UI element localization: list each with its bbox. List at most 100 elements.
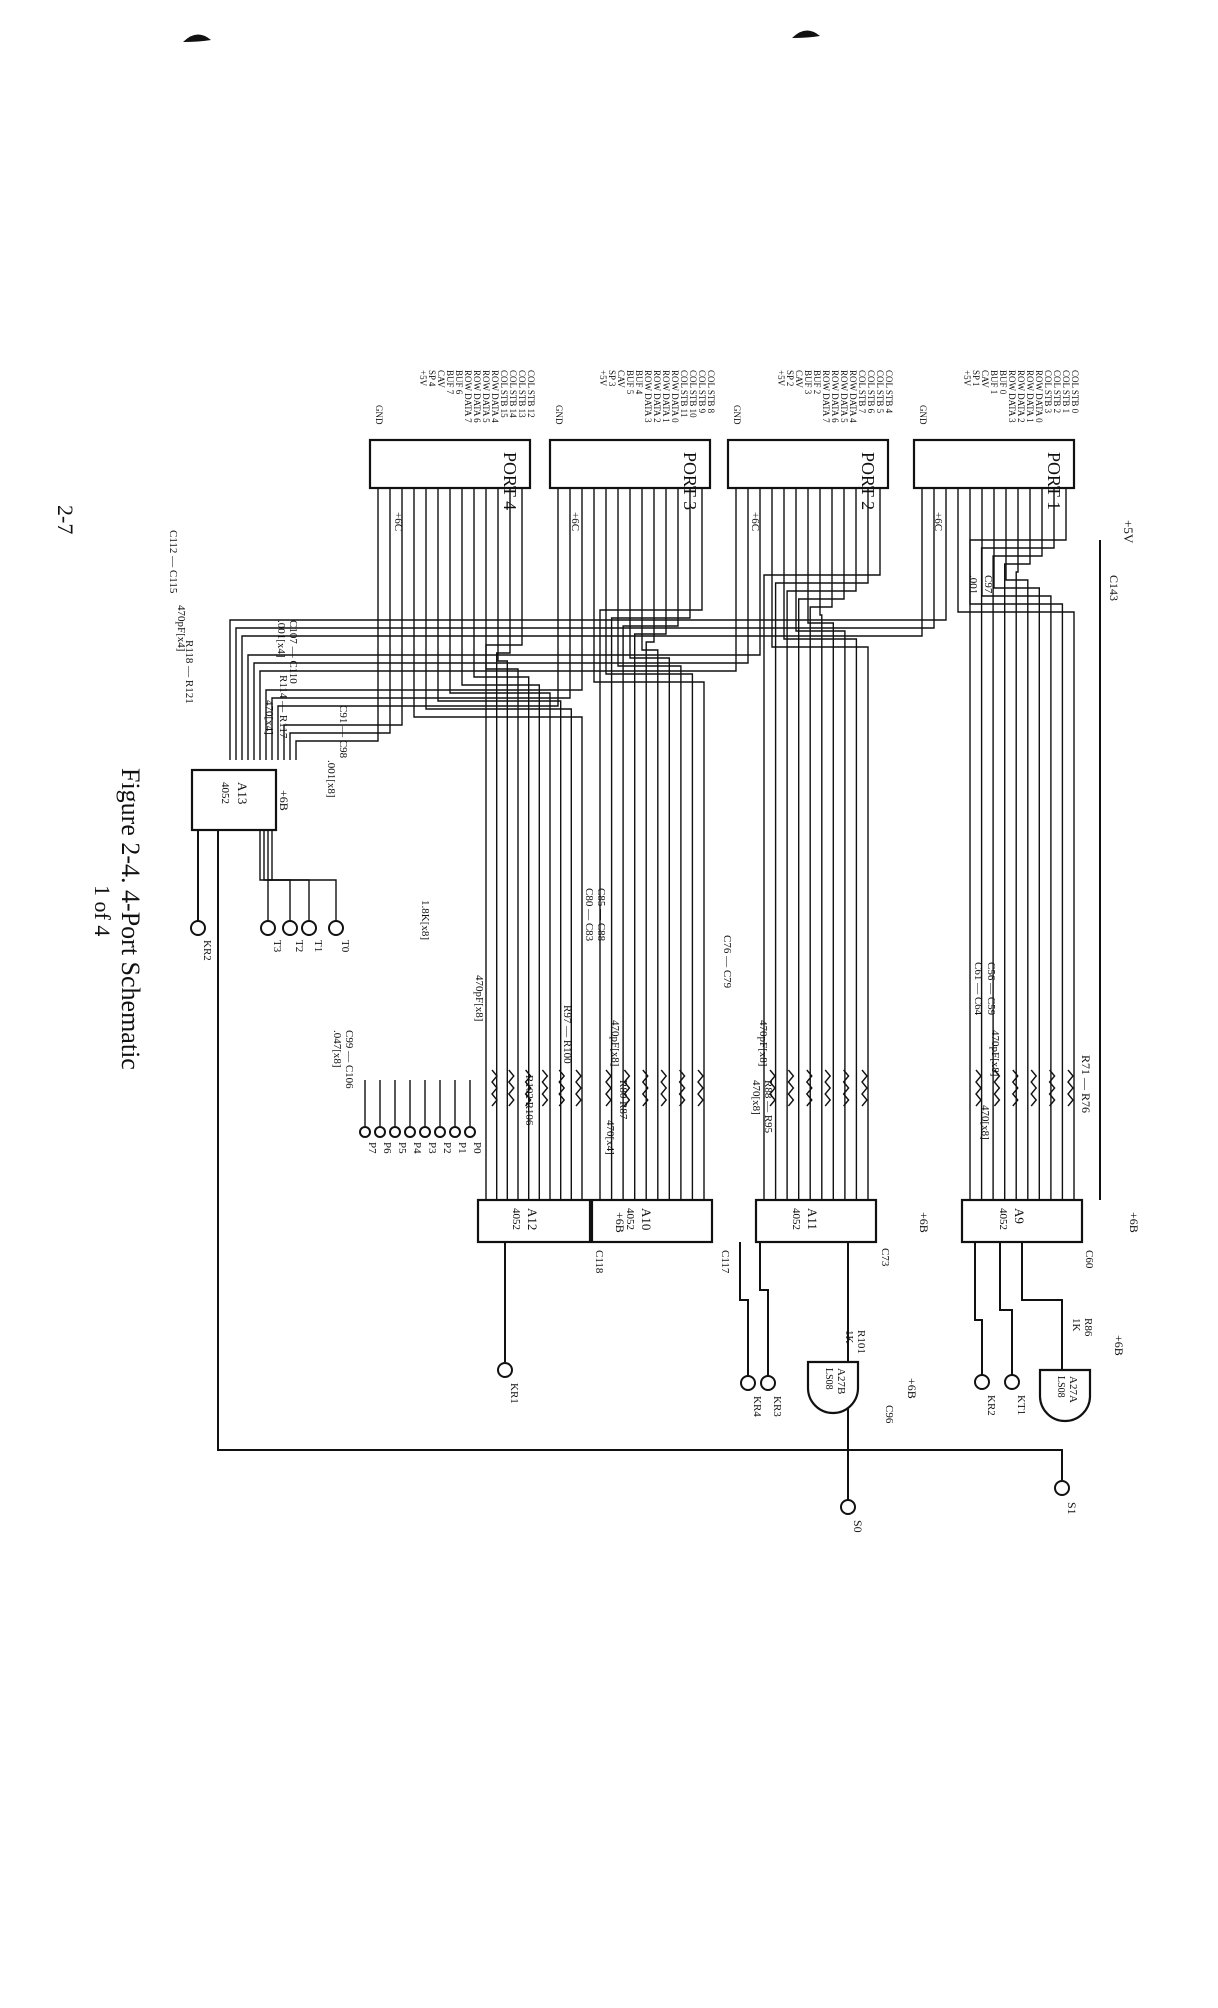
p-terminal-circle bbox=[419, 1126, 431, 1138]
port-pin-label: ROW DATA 6 bbox=[472, 370, 482, 423]
bus-wire bbox=[795, 488, 846, 1200]
port-gnd-label: GND bbox=[732, 405, 742, 425]
port-pin-label: COL STB 3 bbox=[1043, 370, 1053, 414]
resistor bbox=[993, 1069, 1001, 1107]
terminal-t1: T1 bbox=[301, 920, 324, 952]
resistor bbox=[541, 1069, 549, 1107]
svg-text:A10: A10 bbox=[639, 1208, 654, 1230]
port-pin-label: COL STB 0 bbox=[1070, 370, 1080, 414]
label-r86: R86 bbox=[1082, 1318, 1094, 1337]
p-terminal-label: P7 bbox=[366, 1142, 378, 1154]
port-pin-label: SP 3 bbox=[607, 370, 617, 387]
label-c96: C96 bbox=[883, 1405, 895, 1424]
svg-text:KR2: KR2 bbox=[985, 1395, 997, 1416]
p-terminal-label: P2 bbox=[441, 1142, 453, 1154]
label-c76-c79: C76 — C79 bbox=[721, 935, 733, 989]
port-pin-label: CAV bbox=[980, 370, 990, 388]
resistor bbox=[524, 1069, 532, 1107]
bus-wire bbox=[461, 488, 540, 1200]
kr2-wire bbox=[974, 1242, 983, 1375]
terminal-kt1: KT1 bbox=[1004, 1374, 1027, 1415]
p-terminal-label: P0 bbox=[471, 1142, 483, 1154]
bus-wire bbox=[809, 488, 833, 1200]
chip-a10: A10 4052 bbox=[590, 1198, 714, 1244]
bus-wire bbox=[265, 488, 583, 760]
label-r88-r95: R88 — R95 bbox=[762, 1080, 774, 1134]
port-pin-label: ROW DATA 3 bbox=[643, 370, 653, 423]
bus-wire bbox=[786, 488, 857, 1200]
port-pin-label: ROW DATA 3 bbox=[1007, 370, 1017, 423]
bus-wire bbox=[413, 488, 583, 1200]
port-pin-label: +5V bbox=[776, 370, 786, 387]
port-pin-label: COL STB 1 bbox=[1061, 370, 1071, 413]
terminal-kr3: KR3 bbox=[760, 1375, 783, 1417]
label-c99-c106: C99 — C106 bbox=[343, 1030, 355, 1089]
bus-wire bbox=[957, 488, 1075, 1200]
bus-wire bbox=[634, 488, 667, 1200]
kr4-wire bbox=[739, 1242, 749, 1376]
bus-wire bbox=[277, 488, 559, 760]
port-pin-label: BUF 1 bbox=[989, 370, 999, 394]
port-pin-label: BUF 7 bbox=[445, 370, 455, 395]
label-c60: C60 bbox=[1083, 1250, 1095, 1269]
bus-wire bbox=[599, 488, 703, 1200]
punch-mark-right bbox=[792, 30, 820, 38]
label-r101: R101 bbox=[855, 1330, 867, 1354]
label-c80-c83: C80 — C83 bbox=[583, 888, 595, 942]
bus-wire bbox=[1015, 488, 1019, 1200]
label-r80-r87: R80 R87 bbox=[617, 1080, 629, 1120]
label-470pf-d: 470pF[x8] bbox=[473, 975, 485, 1021]
port-gnd-label: GND bbox=[554, 405, 564, 425]
port-pin-label: ROW DATA 2 bbox=[1016, 370, 1026, 423]
terminal-s1: S1 bbox=[1054, 1480, 1079, 1515]
resistor bbox=[507, 1069, 515, 1107]
p-terminal-label: P5 bbox=[396, 1142, 408, 1154]
label-470pf-x4: 470pF[x4] bbox=[175, 605, 187, 651]
p-terminal-circle bbox=[389, 1126, 401, 1138]
bus-wire bbox=[763, 488, 881, 1200]
port-pin-label: COL STB 5 bbox=[875, 370, 885, 414]
label-c91-c98: C91 — C98 bbox=[337, 705, 349, 759]
resistor bbox=[842, 1069, 850, 1107]
bus-wire bbox=[425, 488, 572, 1200]
port-pin-label: COL STB 15 bbox=[499, 370, 509, 418]
port-pin-label: COL STB 6 bbox=[866, 370, 876, 414]
bus-wire bbox=[1005, 488, 1029, 1200]
port-3-connector: PORT 3 bbox=[548, 438, 712, 510]
svg-text:4052: 4052 bbox=[510, 1208, 522, 1230]
supply-p2: +6C bbox=[749, 512, 761, 531]
svg-text:A11: A11 bbox=[805, 1208, 820, 1230]
bus-wire bbox=[259, 488, 737, 760]
chip-a9: A9 4052 bbox=[960, 1198, 1084, 1244]
port-pin-label: ROW DATA 0 bbox=[1034, 370, 1044, 423]
resistor bbox=[678, 1069, 686, 1107]
svg-text:A27A: A27A bbox=[1067, 1376, 1079, 1403]
label-r97-r100: R97 — R100 bbox=[561, 1005, 573, 1064]
bus-wire bbox=[617, 488, 682, 1200]
resistor bbox=[558, 1069, 566, 1107]
terminal-kr4: KR4 bbox=[740, 1375, 763, 1417]
terminal-kr2-right: KR2 bbox=[974, 1374, 997, 1416]
port-pin-label: SP 1 bbox=[971, 370, 981, 386]
wire-bus bbox=[197, 488, 1101, 1500]
bus-wire bbox=[629, 488, 670, 1200]
resistor bbox=[605, 1069, 612, 1107]
port-pin-label: ROW DATA 4 bbox=[490, 370, 500, 423]
bus-wire bbox=[993, 488, 1040, 1200]
svg-text:LS08: LS08 bbox=[1055, 1376, 1066, 1398]
terminal-s0: S0 bbox=[840, 1499, 865, 1533]
bus-wire bbox=[783, 488, 858, 1200]
port-pin-label: COL STB 2 bbox=[1052, 370, 1062, 413]
p-terminal-label: P3 bbox=[426, 1142, 438, 1154]
p-terminal-circle bbox=[449, 1126, 461, 1138]
bus-wire bbox=[771, 488, 869, 1200]
resistor bbox=[787, 1069, 795, 1107]
label-470-b: 470[x8] bbox=[750, 1080, 762, 1115]
resistor bbox=[769, 1069, 776, 1107]
chip-a13: A13 4052 bbox=[190, 768, 278, 832]
label-r118-r121: R118 — R121 bbox=[183, 640, 195, 704]
bus-wire bbox=[497, 488, 508, 1200]
terminal-kr1: KR1 bbox=[497, 1362, 520, 1404]
bus-wire bbox=[485, 488, 519, 1200]
bus-wire bbox=[247, 488, 761, 760]
